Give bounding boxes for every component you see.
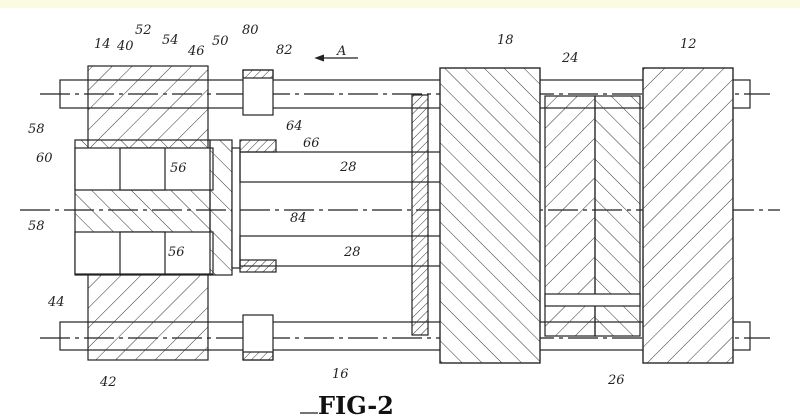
ref-64: 64 bbox=[286, 119, 303, 134]
ref-18: 18 bbox=[497, 33, 514, 48]
ref-14: 14 bbox=[94, 37, 111, 52]
figure-title: FIG-2 bbox=[318, 391, 394, 418]
ref-40: 40 bbox=[116, 39, 134, 54]
ref-28-top: 28 bbox=[339, 160, 357, 175]
direction-label-a: A bbox=[336, 44, 346, 59]
ref-54: 54 bbox=[162, 33, 179, 48]
ref-52: 52 bbox=[135, 23, 152, 38]
ref-56-bottom: 56 bbox=[168, 245, 185, 260]
ref-50: 50 bbox=[212, 34, 229, 49]
ref-56-top: 56 bbox=[170, 161, 187, 176]
ref-46: 46 bbox=[187, 44, 205, 59]
ref-80: 80 bbox=[242, 23, 259, 38]
ref-26: 26 bbox=[607, 373, 625, 388]
ref-60: 60 bbox=[36, 151, 53, 166]
ref-42: 42 bbox=[99, 375, 117, 390]
ref-58-bottom: 58 bbox=[28, 219, 45, 234]
ref-66: 66 bbox=[303, 136, 320, 151]
ref-24: 24 bbox=[561, 51, 579, 66]
ref-84: 84 bbox=[290, 211, 307, 226]
ref-16: 16 bbox=[332, 367, 349, 382]
ref-44: 44 bbox=[47, 295, 65, 310]
ref-12: 12 bbox=[680, 37, 697, 52]
ref-82: 82 bbox=[276, 43, 293, 58]
ref-28-bottom: 28 bbox=[343, 245, 361, 260]
ref-58-top: 58 bbox=[28, 122, 45, 137]
